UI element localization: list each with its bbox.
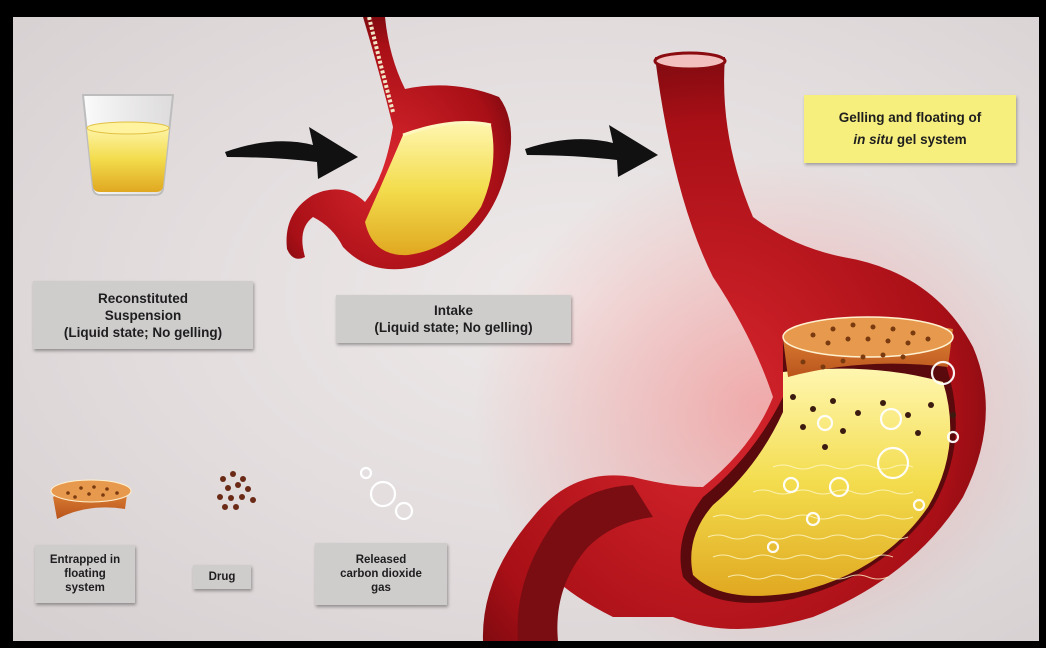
arrow-right-icon: [225, 127, 358, 179]
gelling-floating-label: Gelling and floating of in situ gel syst…: [804, 95, 1016, 163]
arrow-right-icon-2: [525, 125, 658, 177]
gas-bubbles-icon: [361, 468, 412, 519]
in-situ-text: in situ: [853, 132, 893, 147]
gel-system-text: gel system: [893, 132, 967, 147]
co2-line2: carbon dioxide: [340, 567, 422, 581]
reconstituted-suspension-label: Reconstituted Suspension (Liquid state; …: [33, 281, 253, 349]
diagram-panel: Gelling and floating of in situ gel syst…: [13, 17, 1039, 641]
drug-label: Drug: [193, 565, 251, 589]
entrap-line3: system: [65, 581, 105, 595]
recon-line2: Suspension: [105, 307, 182, 324]
entrap-line2: floating: [64, 567, 106, 581]
co2-line3: gas: [371, 581, 391, 595]
recon-line3: (Liquid state; No gelling): [64, 324, 222, 341]
gelling-label-line2: in situ gel system: [804, 129, 1016, 151]
co2-line1: Released: [356, 553, 407, 567]
released-co2-label: Released carbon dioxide gas: [315, 543, 447, 605]
entrap-line1: Entrapped in: [50, 553, 120, 567]
gelling-label-line1: Gelling and floating of: [804, 107, 1016, 129]
intake-label: Intake (Liquid state; No gelling): [336, 295, 571, 343]
floating-disc-icon: [51, 480, 131, 519]
intake-line1: Intake: [434, 302, 473, 319]
intake-line2: (Liquid state; No gelling): [374, 319, 532, 336]
drug-particles-icon: [217, 471, 256, 510]
recon-line1: Reconstituted: [98, 290, 188, 307]
glass-of-suspension-icon: [83, 95, 173, 195]
entrapped-floating-label: Entrapped in floating system: [35, 545, 135, 603]
